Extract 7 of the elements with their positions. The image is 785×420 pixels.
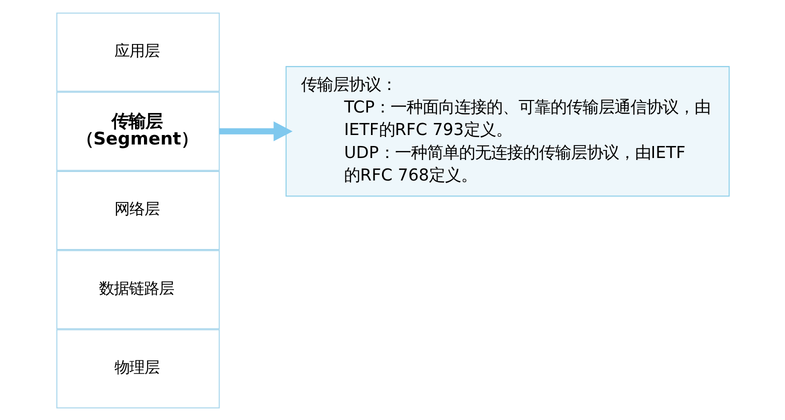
node-box: 应用层 [56, 12, 220, 92]
node-box: 数据链路层 [56, 250, 220, 329]
node-box: 传输层协议： TCP：一种面向连接的、可靠的传输层通信协议，由IETF的RFC 793定义。 UDP：一种简单的无连接的传输层协议，由IETF的RFC 768定义。 [285, 66, 730, 196]
node-box: 传输层 （Segment） [56, 91, 220, 170]
node-box: 网络层 [56, 170, 220, 250]
node-box: 物理层 [56, 328, 220, 408]
arrow [218, 120, 292, 141]
